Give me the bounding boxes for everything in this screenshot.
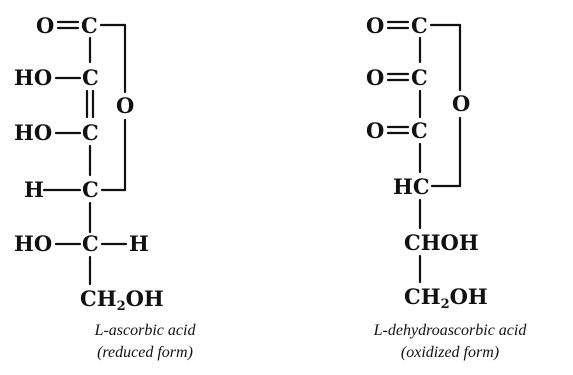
right-caption-name: L-dehydroascorbic acid [373, 322, 527, 339]
left-r3-hydroxyl: HO [14, 120, 52, 145]
left-caption-name: L-ascorbic acid [94, 322, 196, 339]
right-caption: L-dehydroascorbic acid (oxidized form) [330, 320, 570, 364]
right-caption-form: (oxidized form) [400, 344, 500, 361]
left-ring-oxygen: O [116, 93, 134, 118]
l-dehydroascorbic-acid-structure: O C O C O O C HC CHOH CH2OH [366, 13, 488, 312]
left-r3-carbon: C [82, 120, 99, 145]
left-r4-hydrogen: H [24, 177, 44, 202]
left-r5-carbon: C [82, 231, 99, 256]
right-r1-carbon: C [411, 13, 428, 38]
right-r2-oxygen: O [366, 65, 384, 90]
right-r5-choh: CHOH [404, 230, 479, 255]
right-r3-oxygen: O [366, 118, 384, 143]
left-r4-carbon: C [82, 177, 99, 202]
right-r6-ch2oh: CH2OH [404, 284, 488, 312]
right-r3-carbon: C [411, 118, 428, 143]
left-r6-ch2oh: CH2OH [80, 286, 164, 314]
left-r2-carbon: C [82, 65, 99, 90]
right-r4-hc: HC [393, 174, 430, 199]
l-ascorbic-acid-structure: O C HO C O HO C H C HO C H [14, 13, 164, 314]
right-r2-carbon: C [411, 65, 428, 90]
right-ring-oxygen: O [452, 91, 470, 116]
left-r5-hydrogen: H [129, 231, 149, 256]
left-caption-form: (reduced form) [97, 344, 193, 361]
right-r1-oxygen: O [366, 13, 384, 38]
left-r1-carbon: C [81, 13, 98, 38]
left-r1-oxygen: O [36, 13, 54, 38]
left-r2-hydroxyl: HO [14, 65, 52, 90]
left-r5-hydroxyl: HO [14, 231, 52, 256]
left-caption: L-ascorbic acid (reduced form) [40, 320, 250, 364]
